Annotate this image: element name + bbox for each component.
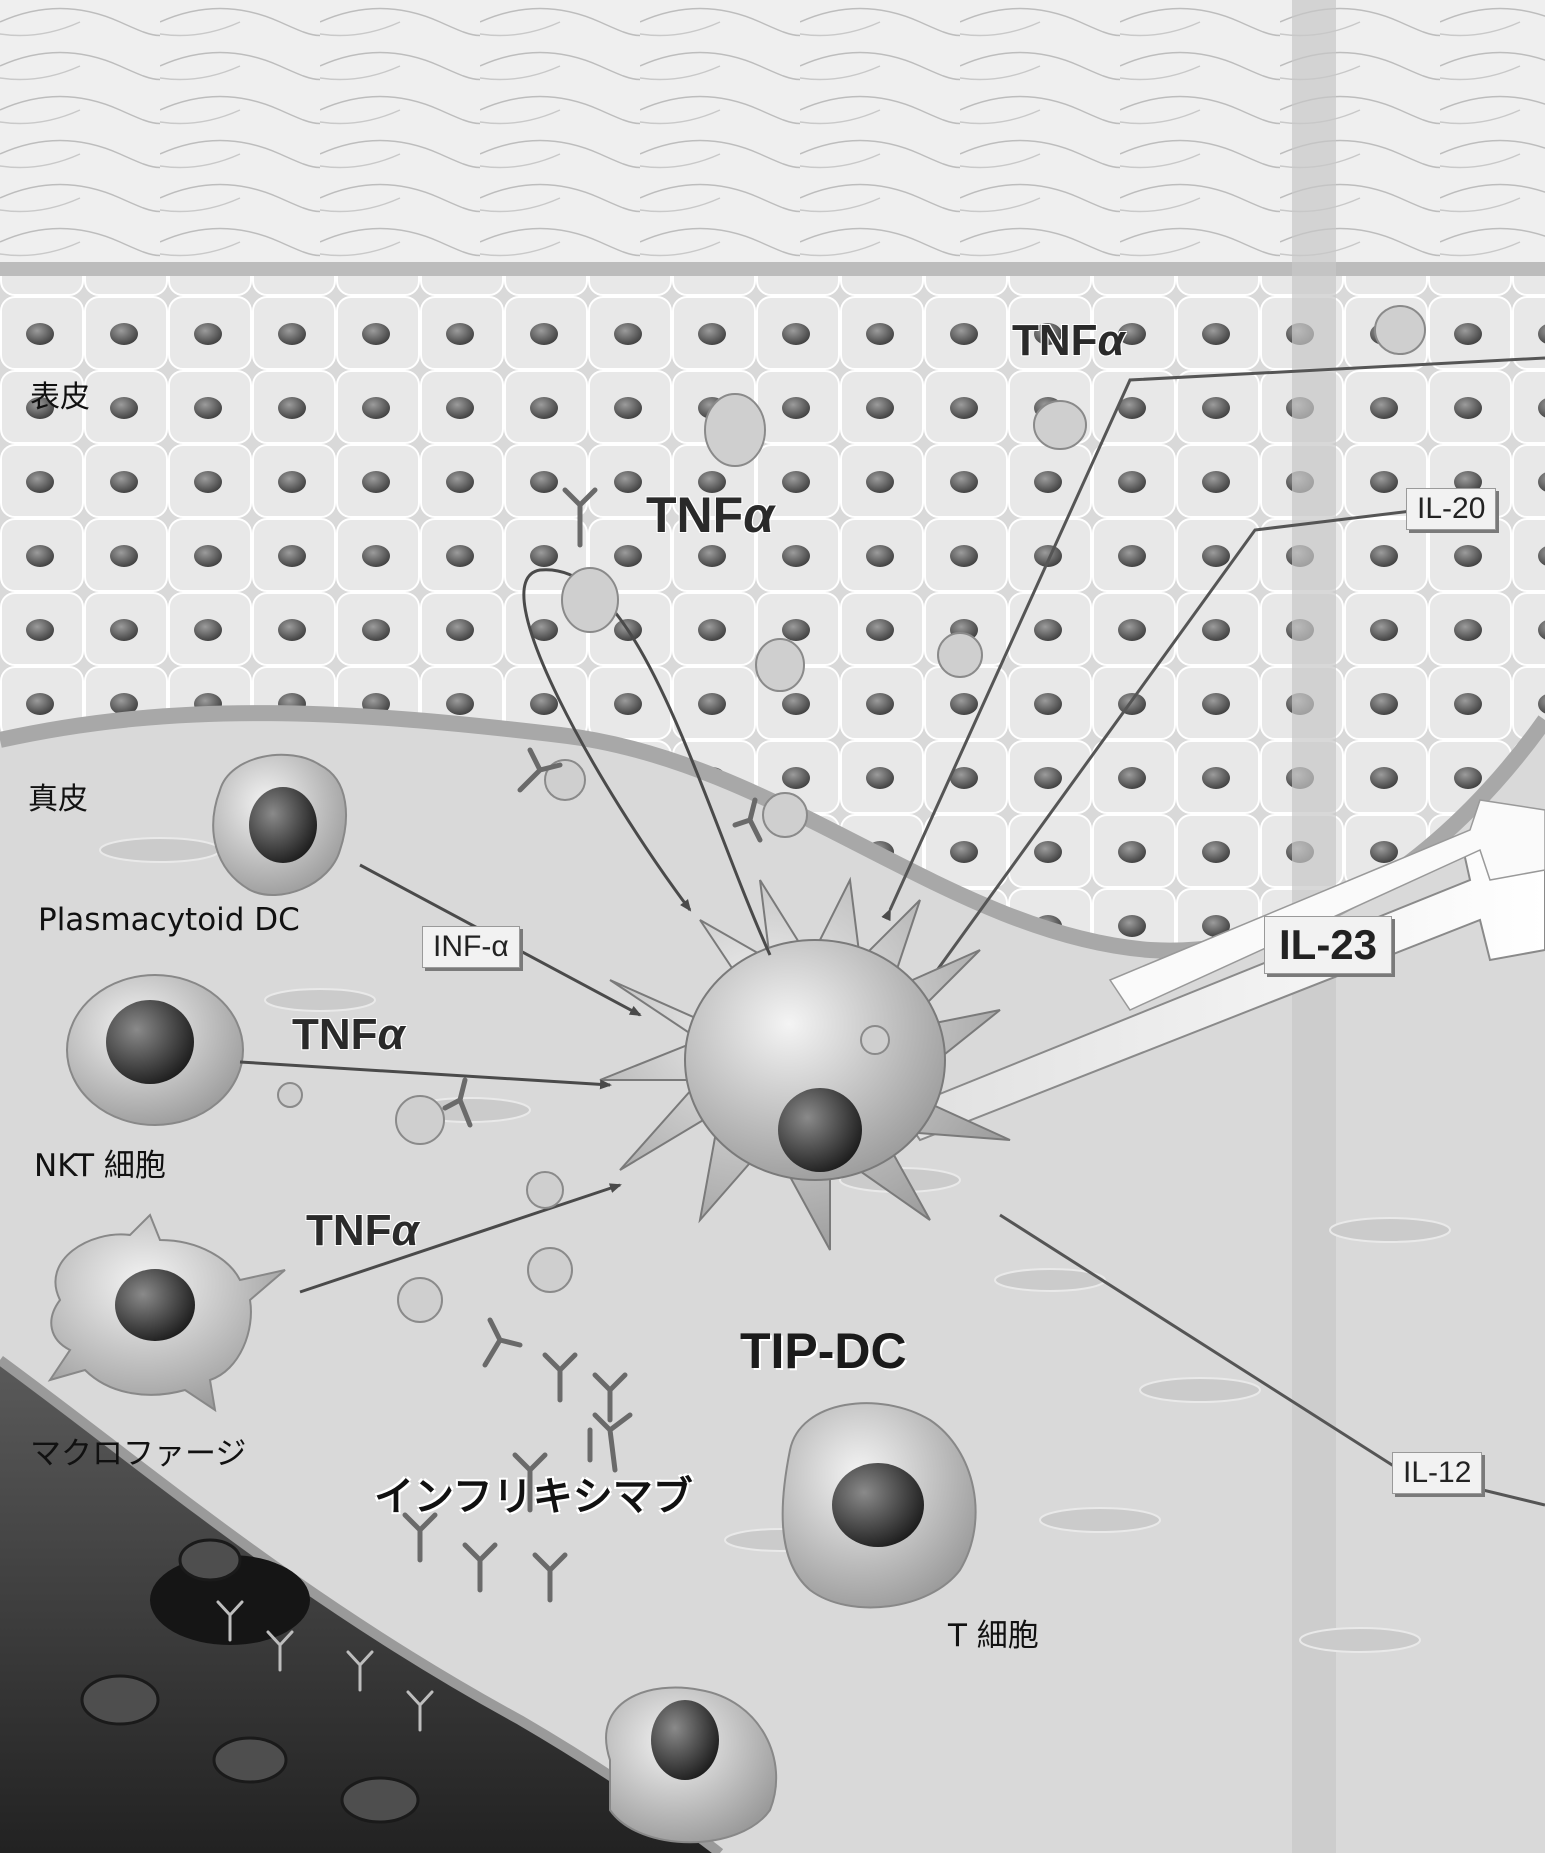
label-tnf-alpha-4: TNFα <box>306 1206 419 1256</box>
plasmacytoid-dc-cell <box>213 755 346 895</box>
label-tnf-alpha-3: TNFα <box>292 1010 405 1060</box>
tnf-text: TNF <box>646 487 743 543</box>
tnf-text: TNF <box>1012 316 1098 365</box>
alpha-symbol: α <box>743 487 774 543</box>
label-epidermis: 表皮 <box>30 372 90 416</box>
label-tip-dc: TIP-DC <box>740 1322 907 1380</box>
label-nkt-cell: NKT 細胞 <box>34 1140 166 1185</box>
tnf-text: TNF <box>306 1206 392 1255</box>
label-il12: IL-12 <box>1392 1452 1482 1494</box>
nkt-cell <box>67 975 243 1125</box>
label-tnf-alpha-1: TNFα <box>1012 316 1125 366</box>
label-infliximab: インフリキシマブ <box>374 1464 693 1522</box>
label-macrophage: マクロファージ <box>30 1428 246 1473</box>
tnf-text: TNF <box>292 1010 378 1059</box>
alpha-symbol: α <box>1098 316 1125 365</box>
label-plasmacytoid-dc: Plasmacytoid DC <box>38 902 300 938</box>
label-tnf-alpha-2: TNFα <box>646 486 774 544</box>
label-il23: IL-23 <box>1264 916 1392 974</box>
alpha-symbol: α <box>378 1010 405 1059</box>
label-inf-alpha: INF-α <box>422 926 520 968</box>
alpha-symbol: α <box>392 1206 419 1255</box>
label-dermis: 真皮 <box>28 774 88 818</box>
t-cell <box>783 1403 976 1607</box>
label-t-cell: T 細胞 <box>948 1610 1039 1655</box>
label-il20: IL-20 <box>1406 488 1496 530</box>
